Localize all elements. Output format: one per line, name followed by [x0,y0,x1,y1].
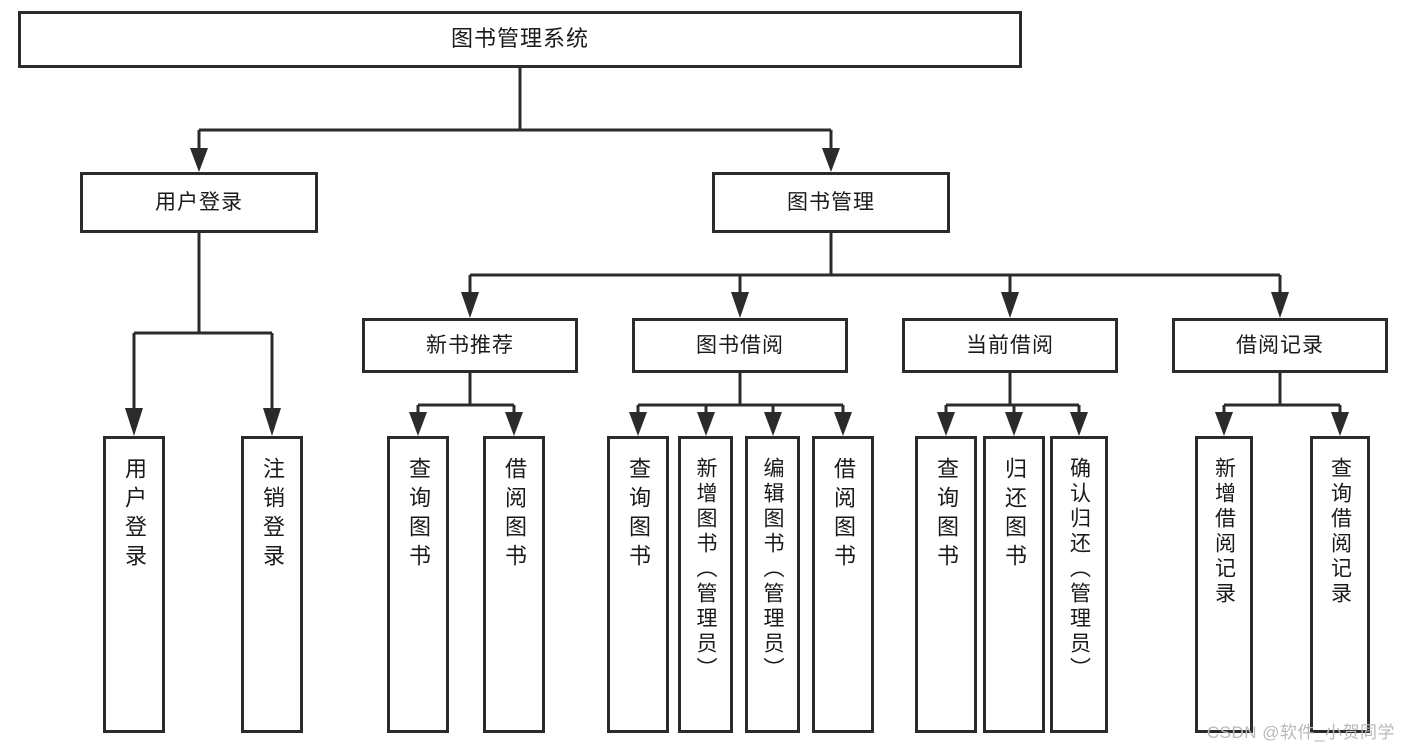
leaf-label: 新增图书（管理员） [694,457,717,682]
leaf-label: 查询图书 [934,457,959,573]
leaf-label: 查询借阅记录 [1328,457,1352,607]
arrowhead-root-to-bookmgmt [822,148,840,172]
arrowhead-newbook-leaf2 [505,412,523,436]
leaf-label: 用户登录 [122,457,147,573]
arrowhead-login-leaf2 [263,408,281,436]
arrowhead-login-leaf1 [125,408,143,436]
csdn-watermark: CSDN @软件_小贺同学 [1206,723,1395,742]
arrowhead-current-leaf3 [1070,412,1088,436]
arrowhead-borrow-leaf3 [764,412,782,436]
arrowhead-borrow-leaf1 [629,412,647,436]
leaf-confirm-return-admin[interactable]: 确认归还（管理员） [1050,436,1108,733]
leaf-label: 新增借阅记录 [1212,457,1236,607]
node-new-book-recommend[interactable]: 新书推荐 [362,318,578,373]
node-user-login[interactable]: 用户登录 [80,172,318,233]
leaf-borrow-book[interactable]: 借阅图书 [812,436,874,733]
leaf-user-login[interactable]: 用户登录 [103,436,165,733]
leaf-label: 确认归还（管理员） [1067,457,1091,682]
leaf-add-borrow-record[interactable]: 新增借阅记录 [1195,436,1253,733]
arrowhead-bookmgmt-to-current [1001,292,1019,318]
leaf-label: 借阅图书 [502,457,527,573]
arrowhead-bookmgmt-to-records [1271,292,1289,318]
leaf-label: 查询图书 [406,457,431,573]
leaf-label: 编辑图书（管理员） [761,457,784,682]
arrowhead-bookmgmt-to-newbook [461,292,479,318]
arrowhead-newbook-leaf1 [409,412,427,436]
leaf-return-book[interactable]: 归还图书 [983,436,1045,733]
node-current-borrow[interactable]: 当前借阅 [902,318,1118,373]
arrowhead-records-leaf1 [1215,412,1233,436]
leaf-label: 注销登录 [260,457,285,573]
leaf-label: 查询图书 [626,457,651,573]
arrowhead-bookmgmt-to-borrow [731,292,749,318]
leaf-label: 借阅图书 [831,457,856,573]
node-book-management[interactable]: 图书管理 [712,172,950,233]
arrowhead-current-leaf1 [937,412,955,436]
node-root-system[interactable]: 图书管理系统 [18,11,1022,68]
arrowhead-records-leaf2 [1331,412,1349,436]
arrowhead-root-to-login [190,148,208,172]
node-borrow-records[interactable]: 借阅记录 [1172,318,1388,373]
leaf-add-book-admin[interactable]: 新增图书（管理员） [678,436,733,733]
leaf-query-book-borrow[interactable]: 查询图书 [607,436,669,733]
leaf-edit-book-admin[interactable]: 编辑图书（管理员） [745,436,800,733]
arrowhead-borrow-leaf4 [834,412,852,436]
leaf-query-book-current[interactable]: 查询图书 [915,436,977,733]
leaf-label: 归还图书 [1002,457,1027,573]
arrowhead-current-leaf2 [1005,412,1023,436]
leaf-logout[interactable]: 注销登录 [241,436,303,733]
node-book-borrow[interactable]: 图书借阅 [632,318,848,373]
arrowhead-borrow-leaf2 [697,412,715,436]
leaf-borrow-book-recommend[interactable]: 借阅图书 [483,436,545,733]
leaf-query-book-recommend[interactable]: 查询图书 [387,436,449,733]
leaf-query-borrow-record[interactable]: 查询借阅记录 [1310,436,1370,733]
